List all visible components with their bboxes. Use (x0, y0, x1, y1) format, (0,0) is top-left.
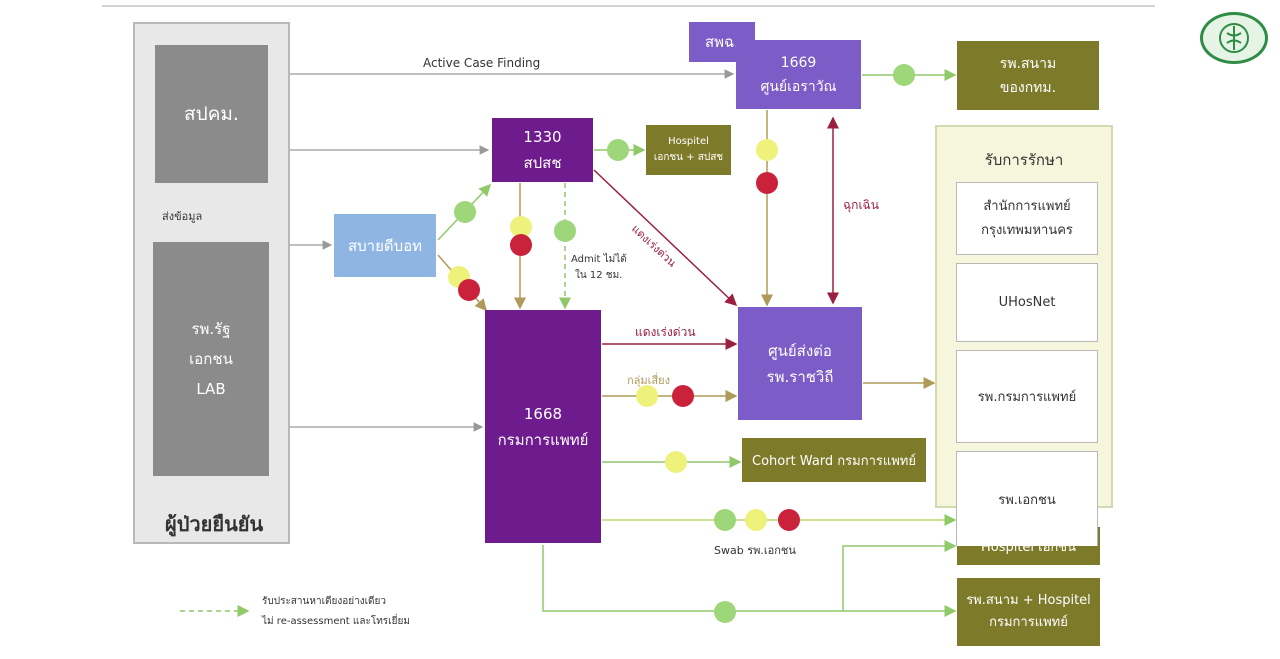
hospitals-lab-box: รพ.รัฐ เอกชน LAB (153, 242, 269, 476)
confirmed-patients-title: ผู้ป่วยยืนยัน (165, 512, 264, 536)
field-hospitel-dms-box: รพ.สนาม + Hospitel กรมการแพทย์ (957, 578, 1100, 646)
node-1668-box: 1668 กรมการแพทย์ (485, 310, 601, 543)
green-dot (554, 220, 576, 242)
node-1669-box: 1669 ศูนย์เอราวัณ (736, 40, 861, 109)
green-dot (893, 64, 915, 86)
legend-line1: รับประสานหาเตียงอย่างเดียว (262, 596, 386, 607)
node-1330-box: 1330 สปสช (492, 118, 593, 182)
active-case-finding-label: Active Case Finding (423, 56, 541, 70)
yellow-dot (665, 451, 687, 473)
admit-label-line1: Admit ไม่ได้ (571, 254, 627, 265)
send-data-label: ส่งข้อมูล (162, 210, 203, 223)
yellow-dot (510, 216, 532, 238)
red-dot (756, 172, 778, 194)
referral-center-box: ศูนย์ส่งต่อ รพ.ราชวิถี (738, 307, 862, 420)
red-urgent-label: แดงเร่งด่วน (635, 325, 696, 339)
treatment-item-bma: สำนักการแพทย์ กรุงเทพมหานคร (956, 182, 1098, 255)
red-dot (510, 234, 532, 256)
yellow-dot (756, 139, 778, 161)
green-dot (714, 601, 736, 623)
swab-private-label: Swab รพ.เอกชน (714, 544, 796, 557)
yellow-dot (745, 509, 767, 531)
red-dot (778, 509, 800, 531)
legend-line2: ไม่ re-assessment และโทรเยี่ยม (262, 616, 410, 627)
green-dot (714, 509, 736, 531)
sabai-bot-box: สบายดีบอท (334, 214, 436, 277)
hospitel-nhso-box: Hospitel เอกชน + สปสช (646, 125, 731, 175)
admit-label-line2: ใน 12 ชม. (575, 270, 623, 281)
treatment-item-uhosnet: UHosNet (956, 263, 1098, 342)
risk-group-label: กลุ่มเสี่ยง (627, 374, 670, 387)
spkm-box: สปคม. (155, 45, 268, 183)
red-dot (458, 279, 480, 301)
treatment-item-dms-hospital: รพ.กรมการแพทย์ (956, 350, 1098, 443)
red-dot (672, 385, 694, 407)
field-hospital-bma-box: รพ.สนาม ของกทม. (957, 41, 1099, 110)
yellow-dot (636, 385, 658, 407)
ministry-of-public-health-seal-icon (1200, 12, 1268, 64)
treatment-title: รับการรักษา (984, 151, 1064, 169)
green-dot (454, 201, 476, 223)
treatment-item-private-hospital: รพ.เอกชน (956, 451, 1098, 546)
cohort-ward-box: Cohort Ward กรมการแพทย์ (742, 438, 926, 482)
green-dot (607, 139, 629, 161)
emergency-label: ฉุกเฉิน (843, 198, 879, 212)
